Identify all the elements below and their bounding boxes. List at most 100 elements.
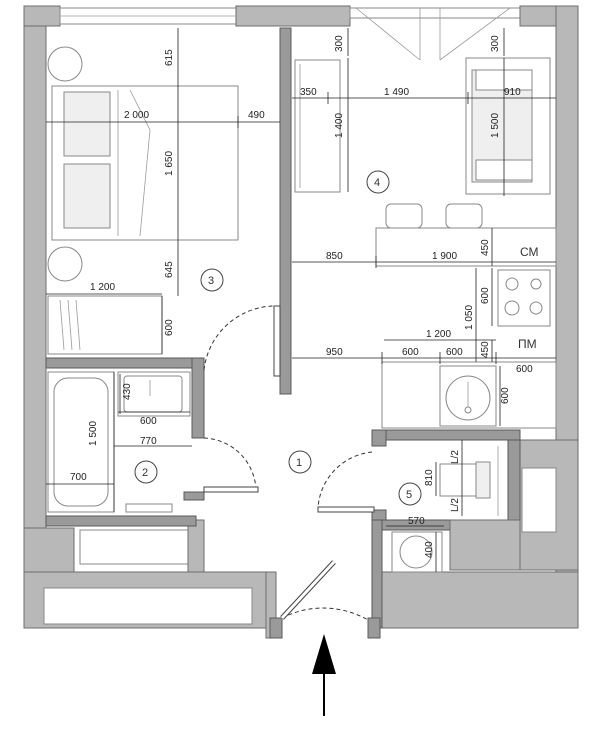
doors [203,305,375,621]
wall-wc-left [371,429,387,447]
room-number-4: 4 [374,177,380,189]
dimension-lines [46,28,556,572]
dim-910: 910 [504,87,521,98]
chair-right [445,203,483,229]
dim-700: 700 [70,472,87,483]
room-marker-5 [398,482,422,506]
dim-400: 400 [424,541,435,558]
wall-entrance-right [367,617,381,639]
wardrobe [47,295,163,355]
partition-bedroom-living [279,27,292,395]
dim-1900: 1 900 [432,251,457,262]
toilet-tank [475,461,491,499]
wall-bathroom-right [191,357,205,439]
dim-350: 350 [300,87,317,98]
room-marker-2 [134,460,158,484]
dim-600-k2: 600 [446,347,463,358]
wall-right-bottom [379,571,579,629]
wall-top-middle [235,5,351,27]
dim-1500-bath: 1 500 [88,421,99,446]
dim-600-bath: 600 [140,416,157,427]
dim-450-top: 450 [480,239,491,256]
burner-2 [530,278,542,290]
wall-wc-left-lower [371,519,383,629]
wall-wc-top [371,429,521,441]
bedroom-furniture [47,46,239,355]
hob [497,269,551,327]
wall-wc-right [507,439,521,521]
dim-1400: 1 400 [334,113,345,138]
bath-mat [125,503,173,513]
door-swing-bedroom [203,305,275,371]
kitchen-counter [375,227,557,267]
dimension-labels: 615 2 000 490 1 650 645 1 200 600 300 35… [70,35,533,558]
burner-4 [529,301,543,315]
dim-810: 810 [424,469,435,486]
room-markers: 3 4 2 1 5 [134,170,422,506]
dim-600-k1: 600 [402,347,419,358]
wall-bathroom-bottom [45,515,197,527]
dim-570: 570 [408,516,425,527]
dim-770: 770 [140,436,157,447]
room-number-2: 2 [142,467,148,479]
dim-300-right: 300 [490,35,501,52]
chair-left [385,203,423,229]
wall-bottom-pier-a [187,519,205,573]
dim-2000: 2 000 [124,110,149,121]
room-number-1: 1 [296,457,302,469]
room-marker-4 [366,170,390,194]
wall-left [23,5,47,583]
dim-490: 490 [248,110,265,121]
wall-bathroom-top [45,357,205,369]
door-leaf-bathroom [203,486,259,493]
dim-600-sink: 600 [500,387,511,404]
toilet [439,463,483,497]
dim-1650: 1 650 [164,151,175,176]
dim-1200-kitchen: 1 200 [426,329,451,340]
door-leaf-wc [317,506,375,513]
dim-450-mid: 450 [480,341,491,358]
walls [23,5,579,639]
wall-wc-lower-pier [449,519,521,571]
dim-430: 430 [122,383,133,400]
dim-600-dw: 600 [516,364,533,375]
nightstand-top [47,46,83,82]
dim-1200-bed: 1 200 [90,282,115,293]
dim-950: 950 [326,347,343,358]
window-right-lower [521,467,557,533]
dim-L2-top: L/2 [450,450,461,464]
nightstand-bottom [47,246,83,282]
wc-basin-bowl [399,535,433,569]
wall-top-left [23,5,61,27]
room-marker-3 [200,268,224,292]
dim-300-left: 300 [334,35,345,52]
dim-615: 615 [164,49,175,66]
bathtub-inner [53,377,109,507]
dim-600-wardrobe: 600 [164,319,175,336]
burner-3 [504,300,520,316]
tv-console [294,59,341,193]
wall-bottom-left-pier [23,527,75,579]
window-bottom-left-1 [79,529,189,565]
dim-645: 645 [164,261,175,278]
dishwasher-label: ПМ [518,337,537,351]
wc-fixtures [391,446,499,573]
wall-bathroom-door-stub [183,491,205,501]
pillow-top [63,91,111,157]
dim-1490: 1 490 [384,87,409,98]
wall-entrance-left [269,617,283,639]
window-top-right [349,7,521,19]
door-swing-entrance [281,607,369,621]
door-swing-bathroom [203,437,257,491]
window-bottom-left-2 [43,587,253,625]
door-leaf-bedroom [273,305,281,377]
entrance-arrow-icon [312,634,336,716]
room-number-5: 5 [406,489,412,501]
pillow-bottom [63,163,111,229]
dim-850: 850 [326,251,343,262]
room-marker-1 [288,450,312,474]
burner-1 [505,277,519,291]
bathroom-fixtures [47,371,191,513]
dim-1050: 1 050 [464,305,475,330]
